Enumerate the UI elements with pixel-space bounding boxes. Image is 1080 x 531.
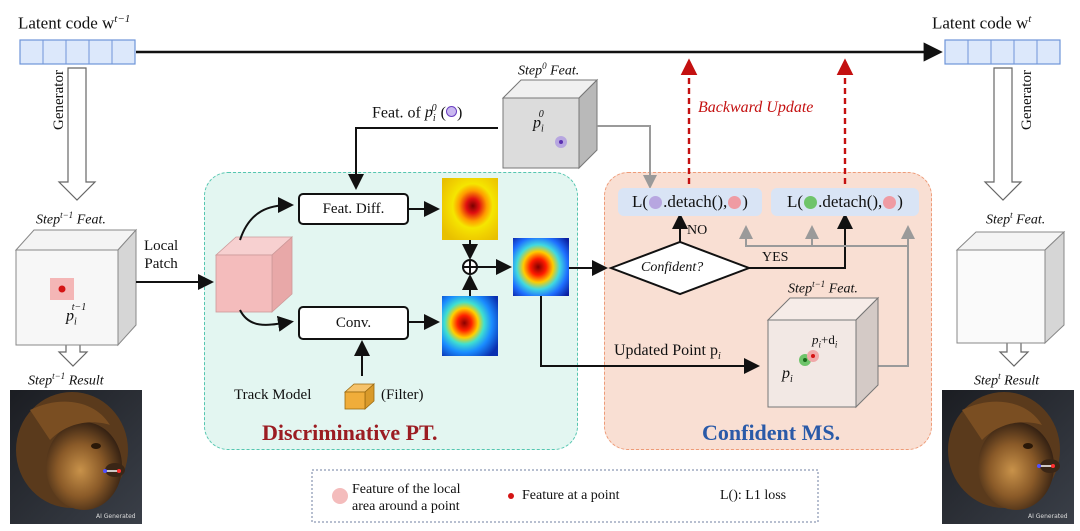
legend-loss-label: L(): L1 loss: [720, 488, 787, 503]
discriminative-title: Discriminative PT.: [262, 420, 438, 445]
pink-dot-icon: [883, 195, 897, 209]
lavender-dot-icon: [649, 195, 663, 209]
sum-operator: [462, 259, 478, 275]
ai-generated-right: AI Generated: [1028, 513, 1068, 520]
confident-question: Confident?: [641, 260, 704, 275]
purple-dot-icon: [445, 106, 457, 118]
track-model-label: Track Model: [234, 387, 312, 403]
step0-feat-label: Step0 Feat.: [518, 61, 580, 79]
no-label: NO: [687, 223, 708, 238]
generator-arrow-left: [57, 67, 97, 201]
generator-left-label: Generator: [51, 70, 67, 130]
step-prev-feat-label: Stept−1 Feat.: [36, 210, 106, 228]
conv-box: Conv.: [298, 306, 409, 340]
step-t-feat-label: Stept Feat.: [986, 210, 1046, 228]
cube-step-t: [955, 230, 1066, 345]
feat-diff-box: Feat. Diff.: [298, 193, 409, 225]
feat-of-label: Feat. of pi0(): [372, 103, 463, 125]
loss-box-right: L(.detach(),): [771, 188, 919, 216]
local-patch-cube: [214, 236, 294, 313]
yes-label: YES: [762, 250, 789, 265]
backward-update-label: Backward Update: [696, 99, 816, 116]
pi-label: pi: [782, 365, 793, 386]
step-prev-point-label: pit−1: [66, 302, 87, 328]
lion-image-right: [942, 390, 1074, 524]
legend-point-label: Feature at a point: [522, 488, 620, 503]
heatmap-fused: [513, 238, 569, 296]
legend-box: [311, 469, 819, 523]
heatmap-conv: [442, 296, 498, 356]
step0-point-label: pi0: [533, 109, 544, 135]
local-patch-label: Local Patch: [144, 238, 179, 272]
step-prev-result-label: Stept−1 Result: [28, 371, 104, 389]
lion-image-left: [10, 390, 142, 524]
step-prev-feat-right-label: Stept−1 Feat.: [788, 279, 858, 297]
latent-code-left: [19, 39, 136, 65]
legend-area-label: Feature of the local area around a point: [352, 482, 461, 514]
cube-step-prev-right: [766, 296, 880, 409]
ai-generated-left: AI Generated: [96, 513, 136, 520]
pd-label: pi+di: [812, 332, 838, 350]
confident-ms-title: Confident MS.: [702, 420, 841, 445]
cube-step0: [501, 78, 599, 170]
filter-label: (Filter): [381, 387, 424, 403]
pink-dot-icon: [728, 195, 742, 209]
loss-box-left: L(.detach(),): [618, 188, 762, 216]
latent-code-right-label: Latent code wt: [932, 13, 1032, 33]
filter-cube: [343, 383, 376, 410]
generator-right-label: Generator: [1019, 70, 1035, 130]
cube-step-prev: [14, 228, 138, 347]
step-t-result-label: Stept Result: [974, 371, 1040, 389]
generator-arrow-right: [983, 67, 1023, 201]
updated-point-label: Updated Point pi: [614, 342, 721, 363]
latent-code-left-label: Latent code wt−1: [18, 13, 131, 33]
green-dot-icon: [804, 195, 818, 209]
heatmap-feat-diff: [442, 178, 498, 240]
latent-code-right: [944, 39, 1061, 65]
point-marker: [58, 285, 66, 293]
